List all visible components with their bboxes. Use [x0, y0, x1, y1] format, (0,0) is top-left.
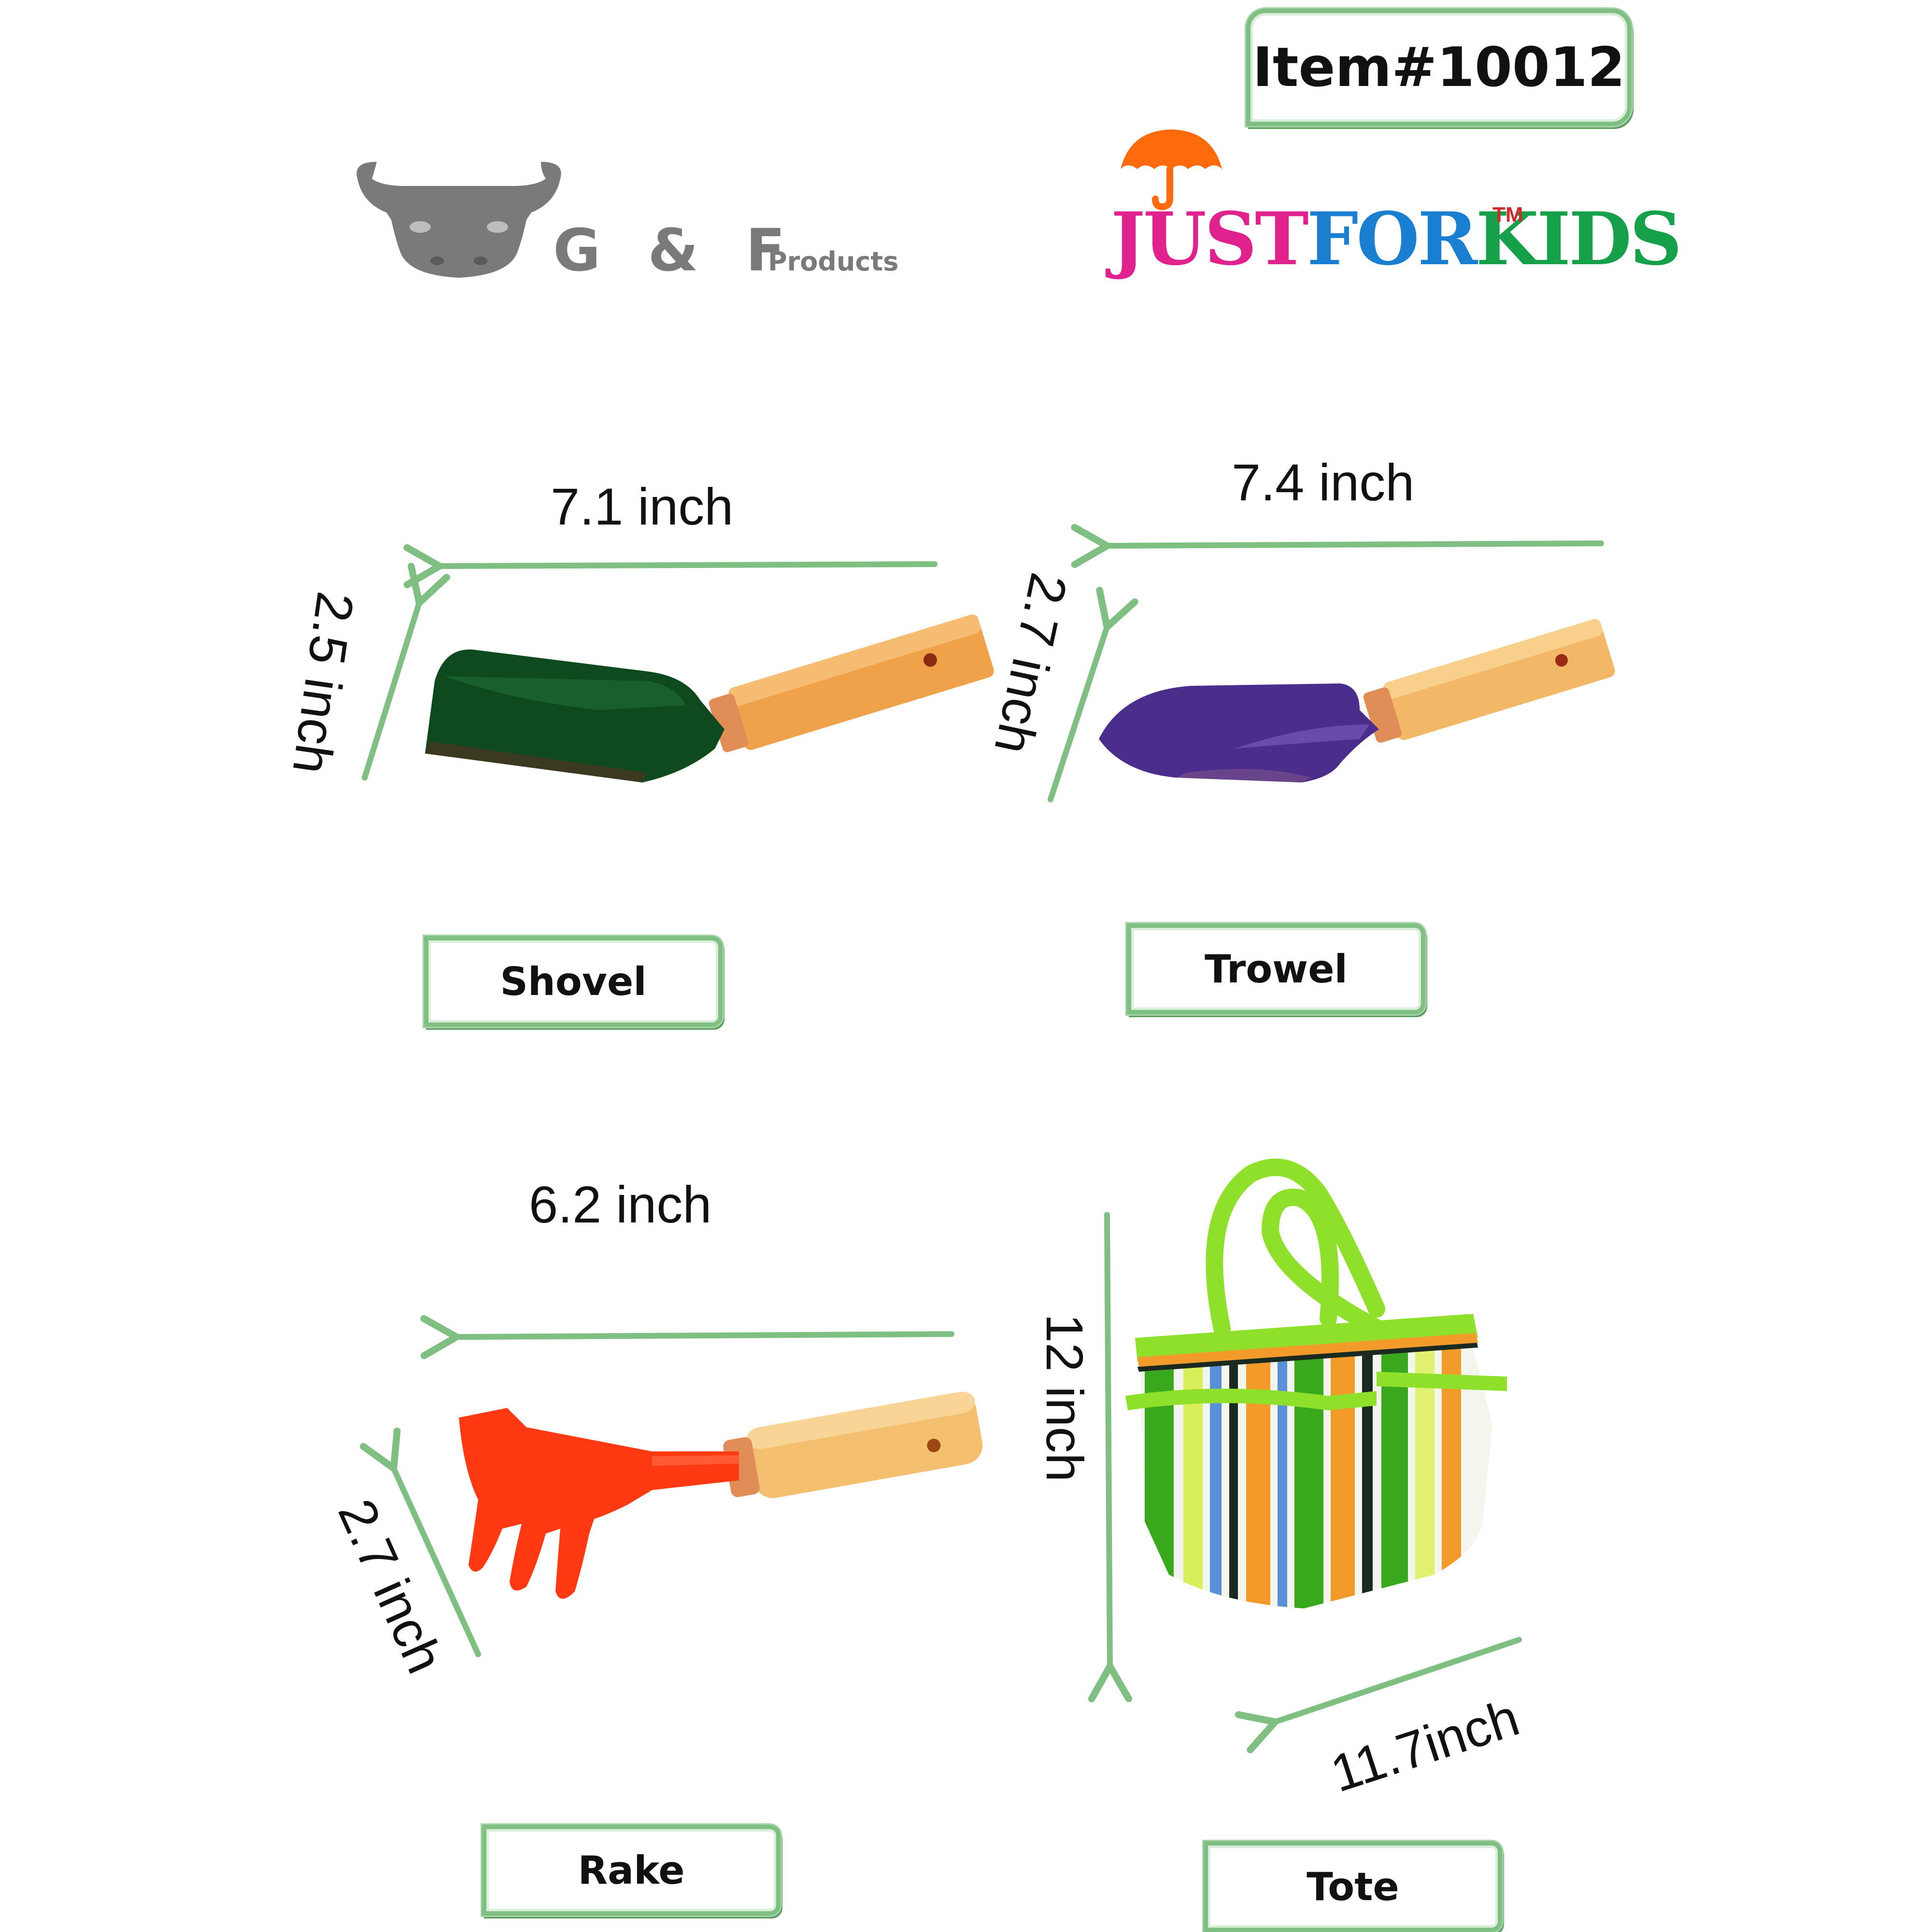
trademark-symbol: TM	[1492, 203, 1523, 227]
trowel-length-text: 7.4 inch	[1232, 453, 1415, 511]
shovel-label-text: Shovel	[500, 959, 647, 1004]
tote-height-arrow	[1088, 1212, 1133, 1703]
tote-height-text: 12 inch	[1036, 1313, 1094, 1482]
trowel-label: Trowel	[1127, 923, 1425, 1014]
brand-kids: KIDS	[1476, 197, 1682, 282]
shovel-length-arrow	[403, 544, 938, 588]
shovel-length-text: 7.1 inch	[551, 477, 734, 536]
trowel-image	[1099, 619, 1615, 782]
shovel-width-arrow	[362, 563, 450, 781]
tote-width-arrow	[1235, 1637, 1522, 1754]
brand-for: FOR	[1307, 197, 1478, 282]
rake-width-arrow	[360, 1427, 481, 1657]
rake-length-arrow	[420, 1315, 954, 1359]
brand-just: JUST	[1111, 197, 1309, 282]
item-number: Item#10012	[1252, 36, 1625, 99]
rake-label-text: Rake	[578, 1847, 685, 1893]
shovel-image	[425, 614, 994, 782]
gf-products-logo: G & F Products	[348, 159, 918, 285]
trowel-width-arrow	[1048, 586, 1138, 802]
rake-length-text: 6.2 inch	[529, 1175, 712, 1234]
bull-head-icon	[356, 162, 561, 278]
shovel-label: Shovel	[424, 936, 723, 1027]
gf-logo-sub-text: Products	[768, 246, 899, 277]
tote-label: Tote	[1204, 1841, 1502, 1932]
tote-bag-image	[1125, 1158, 1507, 1608]
trowel-label-text: Trowel	[1205, 946, 1348, 992]
gf-logo-main-text: G & F	[553, 217, 799, 284]
rake-image	[459, 1392, 983, 1599]
rake-label: Rake	[482, 1825, 781, 1916]
justforkids-logo: JUSTFORKIDS TM	[1111, 121, 1682, 290]
trowel-length-arrow	[1071, 524, 1604, 568]
item-number-box: Item#10012	[1246, 9, 1632, 126]
tote-label-text: Tote	[1307, 1864, 1399, 1909]
umbrella-icon	[1121, 122, 1222, 211]
